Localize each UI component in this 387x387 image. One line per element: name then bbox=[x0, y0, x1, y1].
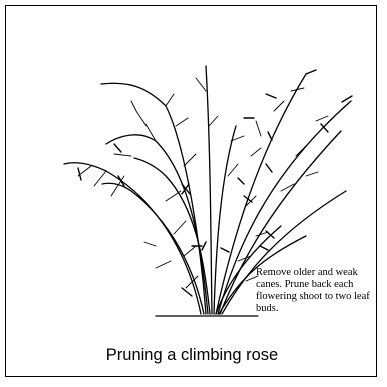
climbing-rose-pruning-illustration bbox=[6, 6, 378, 378]
cut-mark bbox=[266, 164, 272, 172]
figure-caption: Pruning a climbing rose bbox=[6, 346, 378, 365]
cut-mark bbox=[238, 178, 244, 184]
side-shoots bbox=[78, 78, 328, 288]
figure-frame: Remove older and weak canes. Prune back … bbox=[5, 5, 377, 377]
cut-mark bbox=[266, 94, 276, 98]
cut-mark bbox=[221, 248, 229, 252]
cut-mark bbox=[268, 132, 272, 140]
cane bbox=[206, 66, 212, 314]
cut-mark bbox=[114, 144, 121, 152]
cut-mark bbox=[260, 246, 268, 250]
cut-mark bbox=[182, 288, 192, 296]
cut-mark bbox=[306, 70, 316, 74]
cane bbox=[101, 83, 206, 314]
cut-mark bbox=[266, 231, 274, 238]
pruning-note: Remove older and weak canes. Prune back … bbox=[256, 267, 376, 315]
cane bbox=[64, 163, 201, 314]
